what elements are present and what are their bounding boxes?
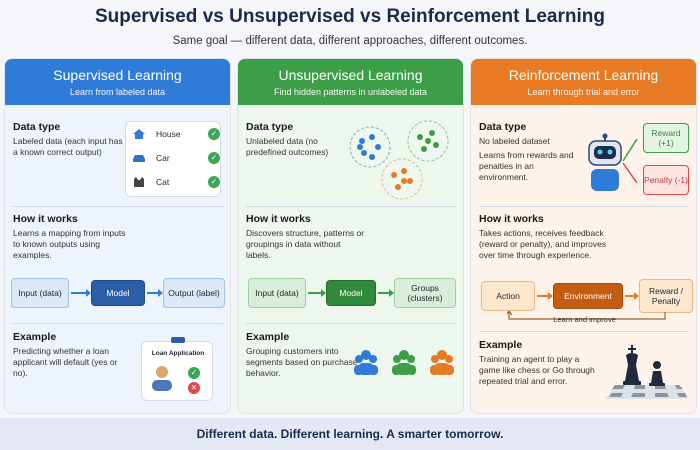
section-text: Training an agent to play a game like ch… (479, 354, 595, 386)
divider (479, 331, 689, 332)
flow-arrow (71, 289, 91, 297)
footer-banner: Different data. Different learning. A sm… (0, 418, 700, 450)
supervised-how-it-works: How it works Learns a mapping from input… (13, 213, 133, 261)
section-title: Data type (246, 121, 294, 133)
section-text: Learns a mapping from inputs to known ou… (13, 228, 126, 260)
flow-model-box: Model (326, 280, 376, 306)
reinforcement-header: Reinforcement Learning Learn through tri… (471, 59, 696, 105)
house-icon (133, 129, 145, 139)
label-row-cat: Cat ✓ (132, 176, 220, 188)
divider (246, 323, 456, 324)
section-text: Grouping customers into segments based o… (246, 346, 358, 378)
supervised-column: Supervised Learning Learn from labeled d… (4, 58, 231, 414)
cross-icon: ✕ (188, 382, 200, 394)
learning-loop-arrow (507, 311, 666, 320)
section-title: Example (13, 331, 57, 343)
label-row-car: Car ✓ (132, 152, 220, 164)
loop-label: Learn and improve (553, 315, 616, 324)
unsupervised-heading: Unsupervised Learning (278, 67, 423, 83)
flow-action-box: Action (481, 281, 535, 311)
chess-icon (605, 345, 689, 399)
reward-badge: Reward (+1) (643, 123, 689, 153)
section-title: How it works (246, 213, 311, 225)
customer-groups-icon (354, 350, 454, 375)
check-icon: ✓ (208, 152, 220, 164)
reinforcement-data-type: Data type No labeled dataset Learns from… (479, 121, 577, 183)
labeled-examples-card: House ✓ Car ✓ Cat ✓ (125, 121, 221, 197)
penalty-badge: Penalty (-1) (643, 165, 689, 195)
flow-groups-box: Groups (clusters) (394, 278, 456, 308)
flow-environment-box: Environment (553, 283, 623, 309)
label-text: House (156, 129, 181, 139)
check-icon: ✓ (208, 176, 220, 188)
unsupervised-column: Unsupervised Learning Find hidden patter… (237, 58, 464, 414)
divider (246, 206, 456, 207)
person-icon (152, 366, 172, 391)
unsupervised-example: Example Grouping customers into segments… (246, 331, 358, 379)
section-text: Predicting whether a loan applicant will… (13, 346, 118, 378)
section-title: Data type (13, 121, 61, 133)
supervised-tagline: Learn from labeled data (69, 87, 166, 97)
supervised-heading: Supervised Learning (53, 67, 182, 83)
flow-output-box: Output (label) (163, 278, 225, 308)
check-icon: ✓ (188, 367, 200, 379)
flow-reward-penalty-box: Reward / Penalty (639, 279, 693, 313)
flow-arrow (147, 289, 163, 297)
divider (13, 206, 223, 207)
page-subtitle: Same goal — different data, different ap… (172, 35, 528, 47)
supervised-example: Example Predicting whether a loan applic… (13, 331, 133, 379)
page-title: Supervised vs Unsupervised vs Reinforcem… (94, 6, 605, 27)
check-icon: ✓ (208, 128, 220, 140)
section-text: Labeled data (each input has a known cor… (13, 136, 123, 157)
section-text: Takes actions, receives feedback (reward… (479, 228, 607, 260)
flow-arrow (625, 292, 639, 300)
reinforcement-how-it-works: How it works Takes actions, receives fee… (479, 213, 609, 261)
section-title: How it works (479, 213, 544, 225)
reinforcement-tagline: Learn through trial and error (527, 87, 640, 97)
section-title: Data type (479, 121, 527, 133)
divider (479, 206, 689, 207)
reinforcement-column: Reinforcement Learning Learn through tri… (470, 58, 697, 414)
flow-arrow (537, 292, 553, 300)
label-text: Car (156, 153, 170, 163)
feedback-arrows (622, 138, 638, 184)
flow-input-box: Input (data) (248, 278, 306, 308)
clusters-illustration (349, 120, 449, 200)
reinforcement-heading: Reinforcement Learning (508, 67, 659, 83)
flow-arrow (308, 289, 326, 297)
section-title: Example (246, 331, 290, 343)
car-icon (133, 155, 145, 162)
flow-model-box: Model (91, 280, 145, 306)
divider (13, 323, 223, 324)
unsupervised-tagline: Find hidden patterns in unlabeled data (273, 87, 428, 97)
unsupervised-header: Unsupervised Learning Find hidden patter… (238, 59, 463, 105)
reinforcement-example: Example Training an agent to play a game… (479, 339, 597, 387)
cat-icon (134, 177, 144, 187)
card-title: Loan Application (151, 350, 205, 357)
robot-icon (588, 133, 622, 191)
unsupervised-data-type: Data type Unlabeled data (no predefined … (246, 121, 341, 158)
section-text: Learns from rewards and penalties in an … (479, 150, 574, 182)
section-title: How it works (13, 213, 78, 225)
flow-input-box: Input (data) (11, 278, 69, 308)
section-text: Unlabeled data (no predefined outcomes) (246, 136, 329, 157)
section-title: Example (479, 339, 523, 351)
supervised-data-type: Data type Labeled data (each input has a… (13, 121, 123, 158)
section-text: Discovers structure, patterns or groupin… (246, 228, 365, 260)
supervised-header: Supervised Learning Learn from labeled d… (5, 59, 230, 105)
flow-arrow (378, 289, 394, 297)
label-text: Cat (156, 177, 170, 187)
loan-application-card: Loan Application ✓ ✕ (141, 337, 213, 401)
label-row-house: House ✓ (132, 128, 220, 140)
clipboard-clip (171, 337, 185, 343)
section-text: No labeled dataset (479, 136, 550, 146)
unsupervised-how-it-works: How it works Discovers structure, patter… (246, 213, 366, 261)
